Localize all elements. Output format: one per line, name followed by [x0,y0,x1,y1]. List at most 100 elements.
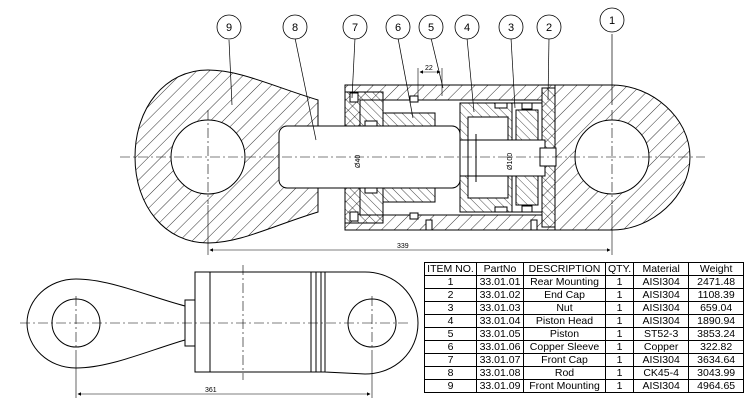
rear-mounting-outline [26,278,186,369]
bom-cell-weight: 1890.94 [688,314,745,328]
svg-text:4: 4 [464,22,470,34]
balloon-8: 8 [282,14,308,40]
bom-cell-description: Piston [523,327,606,341]
svg-text:8: 8 [292,22,298,34]
bom-cell-qty: 1 [604,366,635,380]
table-row: 1 33.01.01 Rear Mounting 1 AISI304 2471.… [424,275,745,289]
bom-cell-qty: 1 [604,379,635,393]
bom-cell-material: AISI304 [633,353,690,367]
bom-header-weight: Weight [688,262,745,276]
bom-cell-material: ST52-3 [633,327,690,341]
bom-cell-material: CK45-4 [633,366,690,380]
piston-stub [459,139,546,177]
svg-text:1: 1 [609,15,615,27]
bom-cell-item-no: 7 [424,353,477,367]
bom-cell-weight: 3853.24 [688,327,745,341]
table-row: 8 33.01.08 Rod 1 CK45-4 3043.99 [424,366,745,380]
bom-cell-partno: 33.01.08 [476,366,524,380]
svg-text:5: 5 [428,22,434,34]
bom-cell-partno: 33.01.02 [476,288,524,302]
balloon-3: 3 [498,14,524,40]
bom-cell-description: Front Mounting [523,379,606,393]
bom-cell-partno: 33.01.04 [476,314,524,328]
bom-cell-item-no: 4 [424,314,477,328]
bom-cell-item-no: 2 [424,288,477,302]
bom-cell-partno: 33.01.07 [476,353,524,367]
bom-cell-description: Rod [523,366,606,380]
centerlines-top [120,110,705,204]
table-row: 6 33.01.06 Copper Sleeve 1 Copper 322.82 [424,340,745,354]
bom-cell-qty: 1 [604,301,635,315]
bom-cell-item-no: 5 [424,327,477,341]
balloon-1: 1 [599,7,625,33]
table-row: 4 33.01.04 Piston Head 1 AISI304 1890.94 [424,314,745,328]
dimension-339: 339 [397,243,409,250]
dimension-bore-diameter: Ø100 [507,153,514,170]
dimension-22: 22 [425,65,433,72]
bom-cell-qty: 1 [604,275,635,289]
bom-cell-partno: 33.01.03 [476,301,524,315]
balloon-leaders [228,34,613,141]
table-row: 5 33.01.05 Piston 1 ST52-3 3853.24 [424,327,745,341]
bom-cell-weight: 322.82 [688,340,745,354]
bom-cell-item-no: 3 [424,301,477,315]
balloon-4: 4 [454,14,480,40]
bom-cell-material: AISI304 [633,275,690,289]
balloon-7: 7 [342,14,368,40]
bom-cell-description: Piston Head [523,314,606,328]
bom-cell-material: AISI304 [633,301,690,315]
svg-text:7: 7 [352,22,358,34]
cylinder-body-outline [194,271,326,373]
bom-cell-item-no: 9 [424,379,477,393]
bill-of-materials-table: ITEM NO. PartNo DESCRIPTION QTY. Materia… [424,262,745,393]
bom-cell-partno: 33.01.06 [476,340,524,354]
bom-cell-item-no: 1 [424,275,477,289]
bom-cell-description: Copper Sleeve [523,340,606,354]
balloon-5: 5 [418,14,444,40]
bom-cell-item-no: 8 [424,366,477,380]
dimension-lines-top [207,68,613,255]
table-row: 3 33.01.03 Nut 1 AISI304 659.04 [424,301,745,315]
table-row: 2 33.01.02 End Cap 1 AISI304 1108.39 [424,288,745,302]
section-view [134,69,691,244]
bom-cell-qty: 1 [604,353,635,367]
bom-cell-qty: 1 [604,327,635,341]
balloon-9: 9 [216,14,242,40]
bom-cell-weight: 3043.99 [688,366,745,380]
bom-cell-material: Copper [633,340,690,354]
svg-text:2: 2 [546,22,552,34]
dimension-361: 361 [205,387,217,394]
svg-text:6: 6 [395,22,401,34]
bom-cell-qty: 1 [604,288,635,302]
bom-cell-weight: 3634.64 [688,353,745,367]
dimension-lines-bottom [75,350,373,398]
balloon-2: 2 [536,14,562,40]
balloons: 9 8 7 6 5 4 3 2 [216,7,625,40]
bom-header-item-no: ITEM NO. [424,262,477,276]
bom-cell-material: AISI304 [633,288,690,302]
bom-header-qty: QTY. [604,262,635,276]
bom-cell-partno: 33.01.01 [476,275,524,289]
bom-header-material: Material [633,262,690,276]
bom-header-row: ITEM NO. PartNo DESCRIPTION QTY. Materia… [424,262,745,276]
table-row: 7 33.01.07 Front Cap 1 AISI304 3634.64 [424,353,745,367]
bom-cell-material: AISI304 [633,379,690,393]
bom-cell-description: End Cap [523,288,606,302]
bom-header-partno: PartNo [476,262,524,276]
bom-cell-weight: 659.04 [688,301,745,315]
bom-cell-material: AISI304 [633,314,690,328]
bom-cell-weight: 1108.39 [688,288,745,302]
bom-cell-description: Front Cap [523,353,606,367]
dimension-rod-diameter: Ø40 [355,155,362,168]
bom-cell-qty: 1 [604,340,635,354]
bom-header-description: DESCRIPTION [523,262,606,276]
balloon-6: 6 [385,14,411,40]
centerlines-bottom [20,265,410,380]
bom-cell-item-no: 6 [424,340,477,354]
bom-cell-partno: 33.01.05 [476,327,524,341]
bom-cell-weight: 4964.65 [688,379,745,393]
bom-cell-qty: 1 [604,314,635,328]
bom-cell-description: Rear Mounting [523,275,606,289]
svg-text:9: 9 [226,22,232,34]
